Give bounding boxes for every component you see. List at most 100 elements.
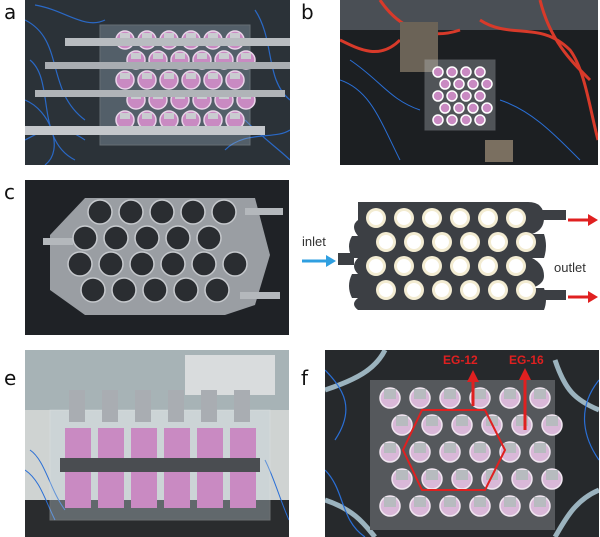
tab-connector <box>504 389 516 399</box>
plate-hole-inner <box>369 259 383 273</box>
panel-f-photo: EG-12 EG-16 <box>325 350 599 537</box>
tab-connector <box>164 33 174 39</box>
hole <box>111 277 137 303</box>
tab-connector <box>230 33 240 39</box>
tab-connector <box>153 53 163 59</box>
tab-connector <box>131 53 141 59</box>
plate-hole-inner <box>491 283 505 297</box>
hole <box>118 199 144 225</box>
tab-connector <box>534 497 546 507</box>
tab-connector <box>197 53 207 59</box>
inlet-label: inlet <box>302 234 326 249</box>
plate-hole-inner <box>379 283 393 297</box>
cell <box>481 102 493 114</box>
tab-connector <box>534 443 546 453</box>
tab-connector <box>175 53 185 59</box>
cell <box>467 102 479 114</box>
cell <box>453 102 465 114</box>
tab-connector <box>234 390 250 422</box>
outlet-label: outlet <box>554 260 586 275</box>
tab-connector <box>534 389 546 399</box>
tab-connector <box>426 416 438 426</box>
panel-e-photo <box>25 350 289 537</box>
hole <box>165 225 191 251</box>
tab-connector <box>456 470 468 480</box>
hole <box>98 251 124 277</box>
cell <box>474 114 486 126</box>
panel-c-photo <box>25 180 289 335</box>
tab-connector <box>384 497 396 507</box>
tab-connector <box>164 113 174 119</box>
plate-hole-inner <box>481 211 495 225</box>
tab-connector <box>444 443 456 453</box>
plate-hole-inner <box>407 235 421 249</box>
plate-hole-inner <box>379 235 393 249</box>
tab-connector <box>474 443 486 453</box>
tab-connector <box>516 416 528 426</box>
hole <box>80 277 106 303</box>
hole <box>196 225 222 251</box>
tab-connector <box>142 73 152 79</box>
tab-connector <box>444 497 456 507</box>
plate-hole-inner <box>425 259 439 273</box>
plate-hole-inner <box>453 211 467 225</box>
tab-connector <box>201 390 217 422</box>
hole <box>222 251 248 277</box>
plate-hole-inner <box>397 259 411 273</box>
tab-connector <box>208 33 218 39</box>
hole <box>67 251 93 277</box>
cell <box>460 90 472 102</box>
hole <box>129 251 155 277</box>
cell <box>432 66 444 78</box>
tab-connector <box>504 497 516 507</box>
plate-hole-inner <box>509 259 523 273</box>
hole <box>191 251 217 277</box>
cell <box>467 78 479 90</box>
panel-b-label: b <box>301 0 314 24</box>
tab-connector <box>142 33 152 39</box>
tab-connector <box>120 113 130 119</box>
tab-connector <box>186 73 196 79</box>
hole <box>103 225 129 251</box>
cell <box>446 66 458 78</box>
cell <box>453 78 465 90</box>
plate-hole-inner <box>425 211 439 225</box>
plate-hole-inner <box>369 211 383 225</box>
cell <box>474 66 486 78</box>
tab-connector <box>474 389 486 399</box>
tab-connector <box>230 113 240 119</box>
cell <box>446 114 458 126</box>
hole <box>149 199 175 225</box>
plate-hole-inner <box>491 235 505 249</box>
plate-hole-inner <box>509 211 523 225</box>
tab-connector <box>168 390 184 422</box>
tab-connector <box>546 416 558 426</box>
panel-a-photo <box>25 0 290 165</box>
panel-d-diagram: inlet outlet <box>296 180 600 335</box>
tab-connector <box>504 443 516 453</box>
plate-hole-inner <box>435 283 449 297</box>
plate-hole-inner <box>463 235 477 249</box>
tab-connector <box>396 470 408 480</box>
tab-connector <box>384 443 396 453</box>
panel-b-photo <box>340 0 598 165</box>
tab-connector <box>486 416 498 426</box>
tab-connector <box>186 33 196 39</box>
tab-connector <box>164 73 174 79</box>
hole <box>72 225 98 251</box>
cell <box>481 78 493 90</box>
tab-connector <box>186 113 196 119</box>
tab-connector <box>120 73 130 79</box>
cell <box>439 102 451 114</box>
cell <box>474 90 486 102</box>
tab-connector <box>414 497 426 507</box>
hole <box>160 251 186 277</box>
tab-connector <box>516 470 528 480</box>
tab-connector <box>444 389 456 399</box>
hole <box>142 277 168 303</box>
plate-hole-inner <box>435 235 449 249</box>
tab-connector <box>142 113 152 119</box>
tab-connector <box>230 73 240 79</box>
cell <box>432 114 444 126</box>
plate-hole-inner <box>397 211 411 225</box>
